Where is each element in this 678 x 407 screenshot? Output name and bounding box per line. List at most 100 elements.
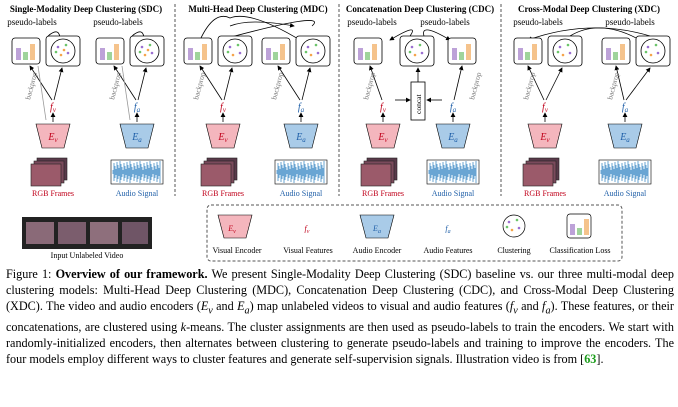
- visual-encoder-icon: [35, 123, 71, 149]
- classification-loss-icon: [183, 37, 213, 65]
- clustering-icon: [635, 35, 671, 67]
- audio-waveform-image: [274, 159, 328, 185]
- pseudo-labels-label: pseudo-labels: [513, 17, 563, 27]
- backprop-label: backprop: [191, 71, 207, 101]
- classification-loss-icon: [447, 37, 477, 65]
- rgb-frames-image: [200, 157, 238, 187]
- audio-encoder-label: Ea: [619, 132, 630, 144]
- legend-visual-encoder-label: Visual Encoder: [212, 246, 261, 255]
- legend-ev: Ev: [227, 224, 236, 235]
- visual-encoder-icon: [527, 123, 563, 149]
- classification-loss-icon: [601, 37, 631, 65]
- audio-signal-label: Audio Signal: [280, 189, 323, 198]
- visual-features-label: fv: [542, 102, 549, 114]
- visual-features-label: fv: [50, 102, 57, 114]
- legend-fa: fa: [445, 224, 450, 235]
- visual-features-label: fv: [220, 102, 227, 114]
- clustering-icon: [217, 35, 253, 67]
- audio-waveform-image: [426, 159, 480, 185]
- legend-audio-encoder-label: Audio Encoder: [353, 246, 402, 255]
- audio-encoder-icon: [359, 214, 395, 239]
- pseudo-labels-label: pseudo-labels: [420, 17, 470, 27]
- backprop-label: backprop: [269, 71, 285, 101]
- clustering-icon: [129, 35, 165, 67]
- audio-signal-label: Audio Signal: [432, 189, 475, 198]
- legend-audio-features-label: Audio Features: [423, 246, 472, 255]
- backprop-label: backprop: [361, 71, 377, 101]
- backprop-label: backprop: [521, 71, 537, 101]
- audio-features-label: fa: [298, 102, 305, 114]
- citation-link[interactable]: 63: [584, 352, 597, 367]
- clustering-icon: [295, 35, 331, 67]
- panel-cdc: Concatenation Deep Clustering (CDC) pseu…: [346, 4, 494, 121]
- pseudo-labels-label: pseudo-labels: [605, 17, 655, 27]
- legend-clustering-label: Clustering: [497, 246, 530, 255]
- classification-loss-icon: [566, 213, 592, 239]
- backprop-label: backprop: [605, 71, 621, 101]
- panel-title: Concatenation Deep Clustering (CDC): [346, 4, 494, 14]
- classification-loss-icon: [261, 37, 291, 65]
- audio-encoder-label: Ea: [447, 132, 458, 144]
- rgb-frames-label: RGB Frames: [202, 189, 244, 198]
- audio-waveform-image: [598, 159, 652, 185]
- classification-loss-icon: [353, 37, 383, 65]
- backprop-label: backprop: [107, 71, 123, 101]
- legend-visual-features-label: Visual Features: [283, 246, 333, 255]
- caption-title: Overview of our framework.: [55, 267, 208, 281]
- rgb-frames-image: [360, 157, 398, 187]
- classification-loss-icon: [513, 37, 543, 65]
- audio-features-label: fa: [134, 102, 141, 114]
- audio-encoder-icon: [119, 123, 155, 149]
- input-video: Input Unlabeled Video: [22, 217, 152, 260]
- panel-sdc: Single-Modality Deep Clustering (SDC) ps…: [7, 4, 165, 121]
- panel-title: Single-Modality Deep Clustering (SDC): [10, 4, 162, 14]
- panel-mdc: Multi-Head Deep Clustering (MDC) backpro…: [183, 4, 331, 101]
- audio-signal-label: Audio Signal: [116, 189, 159, 198]
- figure-caption: Figure 1: Overview of our framework. We …: [6, 267, 674, 367]
- legend-classification-loss-label: Classification Loss: [549, 246, 610, 255]
- backprop-label: backprop: [467, 71, 483, 101]
- concat-label: concat: [414, 94, 423, 114]
- audio-encoder-label: Ea: [295, 132, 306, 144]
- pseudo-labels-label: pseudo-labels: [93, 17, 143, 27]
- audio-encoder-icon: [607, 123, 643, 149]
- visual-encoder-label: Ev: [47, 132, 58, 144]
- visual-features-label: fv: [380, 102, 387, 114]
- audio-signal-label: Audio Signal: [604, 189, 647, 198]
- audio-features-label: fa: [450, 102, 457, 114]
- legend-fv: fv: [305, 224, 310, 235]
- legend-ea: Ea: [372, 224, 381, 235]
- audio-encoder-label: Ea: [131, 132, 142, 144]
- rgb-frames-image: [522, 157, 560, 187]
- figure: Single-Modality Deep Clustering (SDC) ps…: [7, 4, 671, 262]
- audio-waveform-image: [110, 159, 164, 185]
- input-video-label: Input Unlabeled Video: [51, 251, 124, 260]
- visual-encoder-icon: [205, 123, 241, 149]
- classification-loss-icon: [95, 37, 125, 65]
- rgb-frames-image: [30, 157, 68, 187]
- visual-encoder-label: Ev: [539, 132, 550, 144]
- audio-encoder-icon: [435, 123, 471, 149]
- clustering-icon: [45, 35, 81, 67]
- pseudo-labels-label: pseudo-labels: [347, 17, 397, 27]
- audio-encoder-icon: [283, 123, 319, 149]
- rgb-frames-label: RGB Frames: [524, 189, 566, 198]
- clustering-icon: [399, 35, 435, 67]
- rgb-frames-label: RGB Frames: [362, 189, 404, 198]
- visual-encoder-label: Ev: [217, 132, 228, 144]
- visual-encoder-label: Ev: [377, 132, 388, 144]
- panel-title: Cross-Modal Deep Clustering (XDC): [518, 4, 660, 14]
- clustering-icon: [547, 35, 583, 67]
- clustering-icon: [502, 214, 526, 238]
- classification-loss-icon: [11, 37, 41, 65]
- pseudo-labels-label: pseudo-labels: [7, 17, 57, 27]
- panel-xdc: Cross-Modal Deep Clustering (XDC) pseudo…: [513, 4, 671, 101]
- panel-title: Multi-Head Deep Clustering (MDC): [188, 4, 327, 14]
- legend: Ev Visual Encoder fv Visual Features Ea …: [206, 204, 623, 262]
- rgb-frames-label: RGB Frames: [32, 189, 74, 198]
- visual-encoder-icon: [217, 214, 253, 239]
- visual-encoder-icon: [365, 123, 401, 149]
- audio-features-label: fa: [622, 102, 629, 114]
- backprop-label: backprop: [23, 71, 39, 101]
